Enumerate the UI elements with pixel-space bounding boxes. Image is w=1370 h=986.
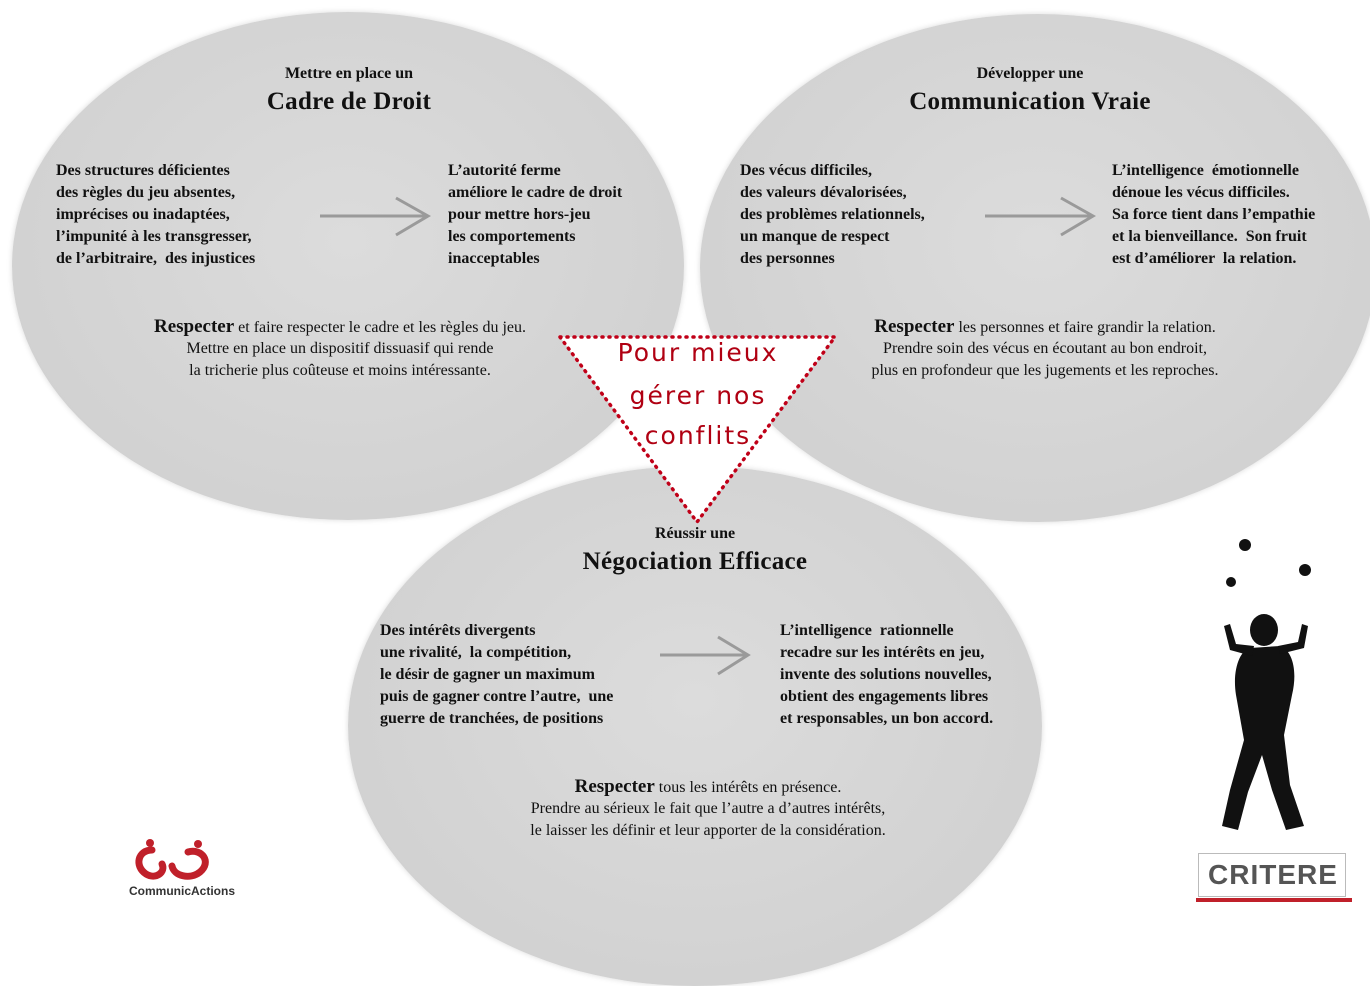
bottom-problems: Des intérêts divergents une rivalité, la… <box>380 622 614 727</box>
bottom-respect-rest: tous les intérêts en présence. <box>654 779 842 796</box>
left-arrow-icon <box>320 196 431 237</box>
critere-logo: CRITERE <box>1198 853 1346 897</box>
bottom-arrow-icon <box>660 635 751 676</box>
left-respect-line3: la tricherie plus coûteuse et moins inté… <box>189 362 491 379</box>
left-subtitle: Mettre en place un <box>284 65 414 82</box>
right-respect-word: Respecter <box>874 316 955 337</box>
left-solution: L’autorité ferme améliore le cadre de dr… <box>448 162 623 267</box>
bottom-subtitle: Réussir une <box>654 525 736 542</box>
right-respect-rest: les personnes et faire grandir la relati… <box>954 319 1216 336</box>
juggler-silhouette-icon <box>1222 539 1311 830</box>
right-subtitle: Développer une <box>976 65 1084 82</box>
center-line3: conflits <box>644 421 752 450</box>
bottom-respect-line3: le laisser les définir et leur apporter … <box>530 822 886 839</box>
right-problems: Des vécus difficiles, des valeurs dévalo… <box>740 162 925 267</box>
bottom-respect-line2: Prendre au sérieux le fait que l’autre a… <box>530 800 886 817</box>
right-respect-line1: Respecter les personnes et faire grandir… <box>795 316 1295 339</box>
right-arrow-icon <box>985 196 1096 237</box>
bottom-solution: L’intelligence rationnelle recadre sur l… <box>780 622 994 727</box>
ellipse-negociation-efficace <box>348 466 1042 986</box>
left-respect-line1: Respecter et faire respecter le cadre et… <box>90 316 590 339</box>
left-respect-word: Respecter <box>153 316 235 337</box>
center-line1: Pour mieux <box>617 338 779 367</box>
bottom-title: Négociation Efficace <box>582 548 808 575</box>
critere-logo-text: CRITERE <box>1208 859 1338 890</box>
left-title: Cadre de Droit <box>266 88 432 115</box>
right-title: Communication Vraie <box>909 88 1151 115</box>
critere-logo-underline <box>1196 898 1352 902</box>
right-respect-line3: plus en profondeur que les jugements et … <box>871 362 1219 379</box>
left-respect-line2: Mettre en place un dispositif dissuasif … <box>186 340 494 357</box>
left-respect-rest: et faire respecter le cadre et les règle… <box>234 319 527 336</box>
left-problems: Des structures déficientes des règles du… <box>56 162 256 267</box>
bottom-respect-word: Respecter <box>574 776 655 797</box>
right-solution: L’intelligence émotionnelle dénoue les v… <box>1112 162 1316 267</box>
center-line2: gérer nos <box>629 381 767 410</box>
bottom-respect-line1: Respecter tous les intérêts en présence. <box>458 776 958 799</box>
right-respect-line2: Prendre soin des vécus en écoutant au bo… <box>883 340 1207 357</box>
communicactions-logo-icon <box>135 839 209 880</box>
communicactions-logo-text: CommunicActions <box>128 884 235 898</box>
